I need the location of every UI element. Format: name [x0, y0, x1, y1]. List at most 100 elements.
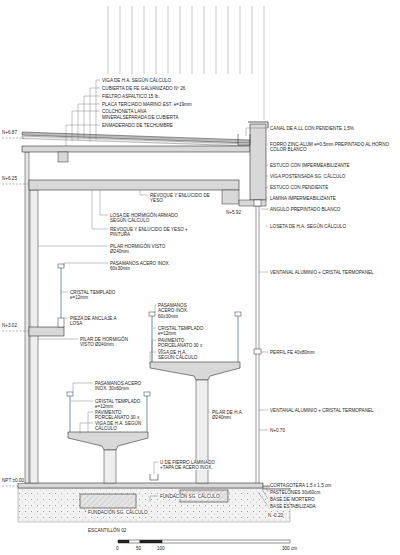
callout-label: ESCANTILLÓN 02: [88, 528, 168, 533]
handrail: [144, 392, 150, 396]
callout-label: REVOQUE Y ENLUCIDO DE YESO + PINTURA: [110, 227, 190, 238]
leader-line: [259, 430, 268, 431]
parapet-beam: [250, 124, 266, 200]
leader-line: [38, 246, 108, 247]
loseta: [239, 200, 266, 206]
leader-line: [100, 190, 108, 215]
leader-line: [259, 272, 268, 273]
callout-label: ENMADERADO DE TECHUMBRE: [102, 123, 232, 128]
callout-label: VIGA DE H.A. SEGÚN CÁLCULO: [158, 350, 204, 361]
handrail: [58, 264, 64, 268]
leader-line: [84, 96, 100, 138]
callout-label: FUNDACIÓN SG. CÁLCULO: [160, 494, 220, 499]
callout-label: 50: [136, 546, 148, 551]
callout-label: BASE ESTABILIZADA: [270, 504, 396, 509]
pillar: [30, 190, 38, 483]
handrail: [67, 392, 73, 396]
callout-label: N+3.02: [2, 323, 32, 328]
callout-label: REVOQUE Y ENLUCIDO DE YESO: [150, 193, 218, 204]
leader-line: [64, 318, 68, 319]
floor-slab: [29, 180, 239, 190]
callout-label: N+6.87: [2, 130, 32, 135]
leader-line: [208, 412, 210, 413]
leader-line: [96, 80, 100, 140]
leader-line: [266, 165, 268, 166]
leader-line: [38, 339, 78, 340]
callout-label: CORTAGOTERA 1.5 x 1.5 cm: [270, 483, 396, 488]
glass: [147, 396, 148, 432]
leader-line: [266, 226, 268, 227]
callout-label: 0: [116, 546, 126, 551]
callout-label: NPT ±0.00: [2, 478, 36, 483]
leader-line: [155, 305, 156, 312]
callout-label: ESTUCO CON IMPERMEABILIZANTE: [270, 163, 396, 168]
glass: [61, 268, 62, 318]
beam: [58, 152, 68, 162]
callout-label: 100: [157, 546, 173, 551]
leader-line: [266, 176, 268, 177]
callout-label: N+5.92: [226, 210, 252, 215]
callout-label: LOSA DE HORMIGÓN ARMADO SEGÚN CÁLCULO: [110, 213, 190, 224]
landing-beam: [150, 362, 240, 380]
leader-line: [61, 292, 68, 293]
callout-label: PASAMANOS ACERO INOX. 30x60mm: [95, 381, 145, 392]
leader-line: [73, 383, 93, 392]
leader-line: [140, 190, 148, 195]
flashing: [248, 122, 268, 128]
leader-line: [259, 410, 268, 411]
handrail: [235, 312, 241, 316]
leader-line: [84, 508, 86, 512]
landing-beam: [68, 432, 148, 450]
callout-label: PILAR DE H.A. Ø240mm: [212, 410, 252, 421]
callout-label: CRISTAL TEMPLADO e=12mm: [95, 399, 145, 410]
gutter: [238, 134, 250, 145]
roof-layers: [22, 136, 250, 146]
roof-slab: [22, 146, 250, 152]
leader-line: [266, 488, 268, 492]
callout-label: CANAL DE A.LL CON PENDIENTE 1,5%: [270, 126, 396, 131]
level-lines: [2, 138, 28, 486]
leader-line: [261, 352, 268, 353]
callout-label: PERFIL FE 40x80mm: [270, 350, 396, 355]
glass: [70, 396, 71, 432]
ground-slab: [18, 483, 263, 488]
leader-line: [88, 412, 93, 432]
callout-label: CRISTAL TEMPLADO e=12mm: [70, 290, 130, 301]
leader-line: [266, 485, 268, 487]
leader-line: [80, 423, 93, 434]
foundation: [80, 494, 136, 508]
callout-label: MINERALSEPARADA DE CUBIERTA: [102, 115, 232, 120]
pillar: [104, 450, 116, 483]
leader-line: [150, 352, 156, 364]
callout-label: ESTUCO CON PENDIENTE: [270, 185, 396, 190]
callout-label: VIGA DE H.A. SEGÚN CÁLCULO: [102, 78, 232, 83]
callout-label: PLACA TERCIADO MARINO EST. e=19mm: [102, 102, 232, 107]
mezzanine-slab: [29, 327, 64, 336]
leader-line: [246, 128, 268, 136]
handrail: [149, 312, 155, 316]
callout-label: CUBIERTA DE FE GALVANIZADO Nº 26: [102, 86, 232, 91]
leader-line: [266, 198, 268, 199]
callout-label: PASTELONES 30x60cm: [270, 490, 396, 495]
callout-label: VENTANAL ALUMINIO + CRISTAL TERMOPANEL: [270, 408, 396, 413]
leader-line: [150, 496, 158, 502]
wall: [25, 152, 29, 483]
leader-line: [153, 328, 156, 329]
leader-line: [92, 190, 108, 229]
callout-label: PILAR DE HORMIGÓN VISTO Ø240mm: [80, 337, 142, 348]
callout-label: COLCHONETA LANA: [102, 109, 232, 114]
leader-line: [258, 492, 268, 506]
leader-line: [262, 489, 268, 499]
callout-label: VENTANAL ALUMINIO + CRISTAL TERMOPANEL: [270, 270, 396, 275]
callout-label: PASAMANOS ACERO INOX. 60x30mm: [158, 303, 202, 319]
soil: [18, 488, 290, 522]
callout-label: VIGA POSTENSADA SG. CÁLCULO: [270, 174, 396, 179]
anchor-piece: [58, 318, 64, 327]
leader-line: [267, 144, 268, 145]
callout-label: PASAMANOS ACERO INOX. 60x30mm: [110, 261, 180, 272]
callout-label: FUNDACIÓN SG. CÁLCULO: [88, 510, 148, 515]
leader-line: [152, 340, 156, 362]
leader-line: [72, 111, 100, 141]
